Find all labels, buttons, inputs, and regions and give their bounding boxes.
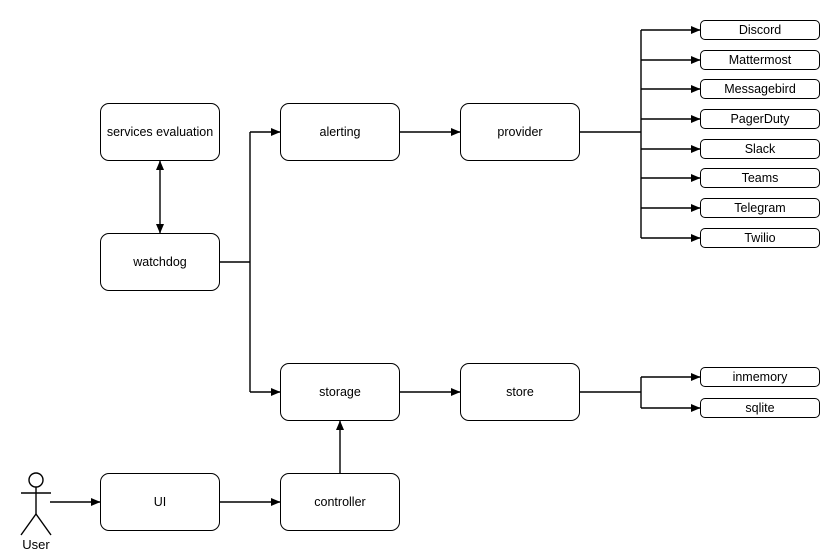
node-watchdog: watchdog bbox=[100, 233, 220, 291]
leaf-inmemory: inmemory bbox=[700, 367, 820, 387]
user-actor-icon bbox=[20, 472, 52, 536]
leaf-pagerduty: PagerDuty bbox=[700, 109, 820, 129]
leaf-slack: Slack bbox=[700, 139, 820, 159]
edge-watchdog-branch-trunk bbox=[220, 132, 251, 392]
node-alerting: alerting bbox=[280, 103, 400, 161]
leaf-teams: Teams bbox=[700, 168, 820, 188]
node-store: store bbox=[460, 363, 580, 421]
user-actor-label: User bbox=[22, 537, 50, 552]
edge-provider-trunk bbox=[580, 30, 642, 238]
leaf-twilio: Twilio bbox=[700, 228, 820, 248]
leaf-messagebird: Messagebird bbox=[700, 79, 820, 99]
node-services-evaluation: services evaluation bbox=[100, 103, 220, 161]
edge-store-trunk bbox=[580, 377, 642, 408]
node-storage: storage bbox=[280, 363, 400, 421]
leaf-sqlite: sqlite bbox=[700, 398, 820, 418]
node-ui: UI bbox=[100, 473, 220, 531]
leaf-discord: Discord bbox=[700, 20, 820, 40]
node-controller: controller bbox=[280, 473, 400, 531]
node-provider: provider bbox=[460, 103, 580, 161]
leaf-mattermost: Mattermost bbox=[700, 50, 820, 70]
leaf-telegram: Telegram bbox=[700, 198, 820, 218]
